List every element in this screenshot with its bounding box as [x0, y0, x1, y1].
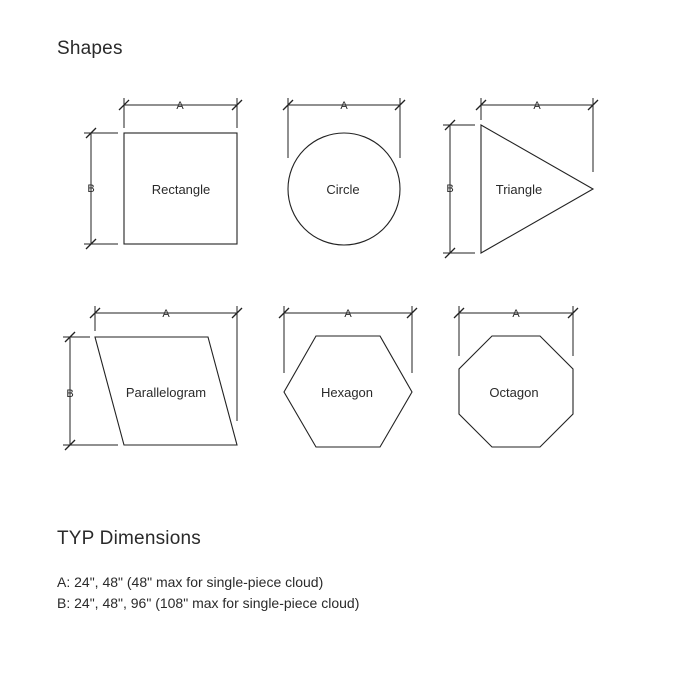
- octagon-figure: A Octagon: [453, 306, 579, 448]
- rectangle-shape: [123, 132, 238, 245]
- rectangle-figure: A B Rectangle: [84, 98, 243, 250]
- circle-shape: [287, 132, 401, 246]
- triangle-figure: A B Triangle: [443, 98, 599, 259]
- hexagon-figure: A Hexagon: [278, 306, 418, 448]
- parallelogram-label: Parallelogram: [126, 385, 206, 400]
- page-title: Shapes: [57, 38, 123, 59]
- hexagon-shape: [283, 335, 413, 448]
- hexagon-label: Hexagon: [321, 385, 373, 400]
- circle-label: Circle: [326, 182, 359, 197]
- triangle-shape: [480, 124, 595, 254]
- parallelogram-figure: A B Parallelogram: [63, 306, 243, 451]
- parallelogram-dim-b-label: B: [66, 388, 73, 400]
- circle-figure: A Circle: [282, 98, 406, 246]
- rectangle-dim-a-label: A: [176, 100, 184, 112]
- rectangle-label: Rectangle: [152, 182, 211, 197]
- triangle-label: Triangle: [496, 182, 542, 197]
- circle-dim-a-label: A: [340, 100, 348, 112]
- octagon-dim-a-label: A: [512, 308, 520, 320]
- octagon-shape: [458, 335, 574, 448]
- octagon-label: Octagon: [489, 385, 538, 400]
- dimensions-title: TYP Dimensions: [57, 528, 201, 549]
- triangle-dim-b-label: B: [446, 183, 453, 195]
- rectangle-dim-b-label: B: [87, 183, 94, 195]
- parallelogram-shape: [94, 336, 238, 446]
- hexagon-dim-a-label: A: [344, 308, 352, 320]
- dimension-a-text: A: 24", 48" (48" max for single-piece cl…: [57, 574, 324, 590]
- triangle-dim-a-label: A: [533, 100, 541, 112]
- parallelogram-dim-a-label: A: [162, 308, 170, 320]
- dimension-b-text: B: 24", 48", 96" (108" max for single-pi…: [57, 595, 360, 611]
